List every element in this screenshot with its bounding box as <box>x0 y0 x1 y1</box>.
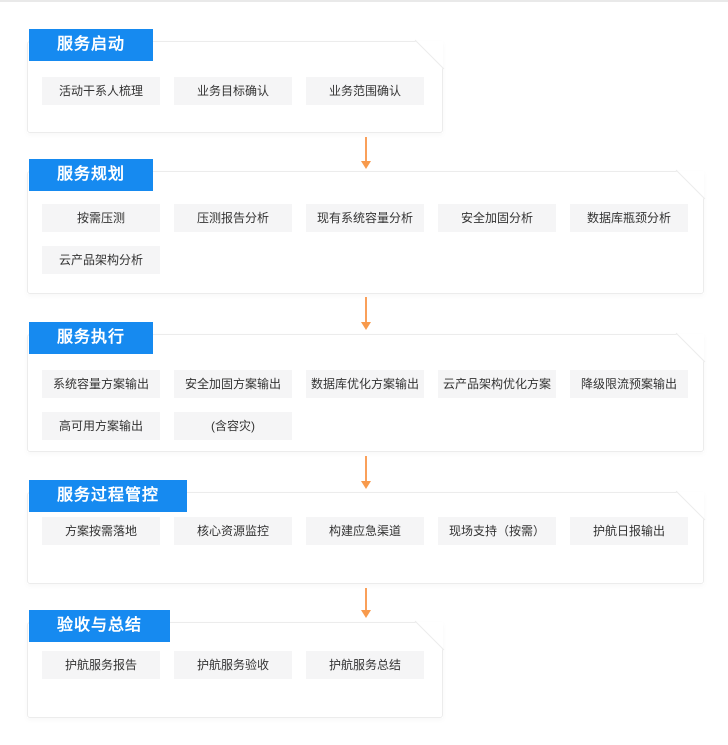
task-item: 活动干系人梳理 <box>42 77 160 105</box>
task-item: 压测报告分析 <box>174 204 292 232</box>
task-item: (含容灾) <box>174 412 292 440</box>
task-item: 云产品架构优化方案 <box>438 370 556 398</box>
task-item: 按需压测 <box>42 204 160 232</box>
stage-service-initiation: 服务启动 活动干系人梳理业务目标确认业务范围确认 <box>27 29 445 133</box>
task-item: 护航日报输出 <box>570 517 688 545</box>
flow-arrow-down-icon <box>360 456 371 489</box>
task-item: 降级限流预案输出 <box>570 370 688 398</box>
stage-service-process-control: 服务过程管控 方案按需落地核心资源监控构建应急渠道现场支持（按需） 护航日报输出 <box>27 480 706 584</box>
task-item: 数据库瓶颈分析 <box>570 204 688 232</box>
stage-acceptance-and-summary: 验收与总结 护航服务报告护航服务验收护航服务总结 <box>27 610 445 718</box>
stage-label: 服务过程管控 <box>29 480 188 512</box>
task-item: 安全加固方案输出 <box>174 370 292 398</box>
stage-label: 服务启动 <box>29 29 154 61</box>
stage-label: 验收与总结 <box>29 610 171 642</box>
task-item-list: 按需压测压测报告分析现有系统容量分析安全加固分析数据库瓶颈分析云产品架构分析 <box>42 204 690 274</box>
task-item: 护航服务报告 <box>42 651 160 679</box>
stage-label: 服务执行 <box>29 322 154 354</box>
task-item-list: 活动干系人梳理业务目标确认业务范围确认 <box>42 77 429 105</box>
task-item-list: 系统容量方案输出安全加固方案输出数据库优化方案输出云产品架构优化方案降级限流预案… <box>42 370 690 440</box>
task-item: 方案按需落地 <box>42 517 160 545</box>
task-item: 业务范围确认 <box>306 77 424 105</box>
task-item: 护航服务验收 <box>174 651 292 679</box>
task-item: 现场支持（按需） <box>438 517 556 545</box>
task-item: 现有系统容量分析 <box>306 204 424 232</box>
task-item: 数据库优化方案输出 <box>306 370 424 398</box>
flow-arrow-down-icon <box>360 297 371 330</box>
page-top-divider <box>0 0 728 2</box>
stage-service-planning: 服务规划 按需压测压测报告分析现有系统容量分析安全加固分析数据库瓶颈分析云产品架… <box>27 159 706 294</box>
stage-label: 服务规划 <box>29 159 154 191</box>
task-item: 核心资源监控 <box>174 517 292 545</box>
task-item: 业务目标确认 <box>174 77 292 105</box>
task-item-list: 护航服务报告护航服务验收护航服务总结 <box>42 651 429 679</box>
task-item: 云产品架构分析 <box>42 246 160 274</box>
flow-arrow-down-icon <box>360 588 371 618</box>
task-item: 系统容量方案输出 <box>42 370 160 398</box>
task-item-list: 方案按需落地核心资源监控构建应急渠道现场支持（按需） 护航日报输出 <box>42 517 690 545</box>
task-item: 构建应急渠道 <box>306 517 424 545</box>
flow-arrow-down-icon <box>360 137 371 169</box>
task-item: 安全加固分析 <box>438 204 556 232</box>
task-item: 高可用方案输出 <box>42 412 160 440</box>
task-item: 护航服务总结 <box>306 651 424 679</box>
stage-service-execution: 服务执行 系统容量方案输出安全加固方案输出数据库优化方案输出云产品架构优化方案降… <box>27 322 706 452</box>
